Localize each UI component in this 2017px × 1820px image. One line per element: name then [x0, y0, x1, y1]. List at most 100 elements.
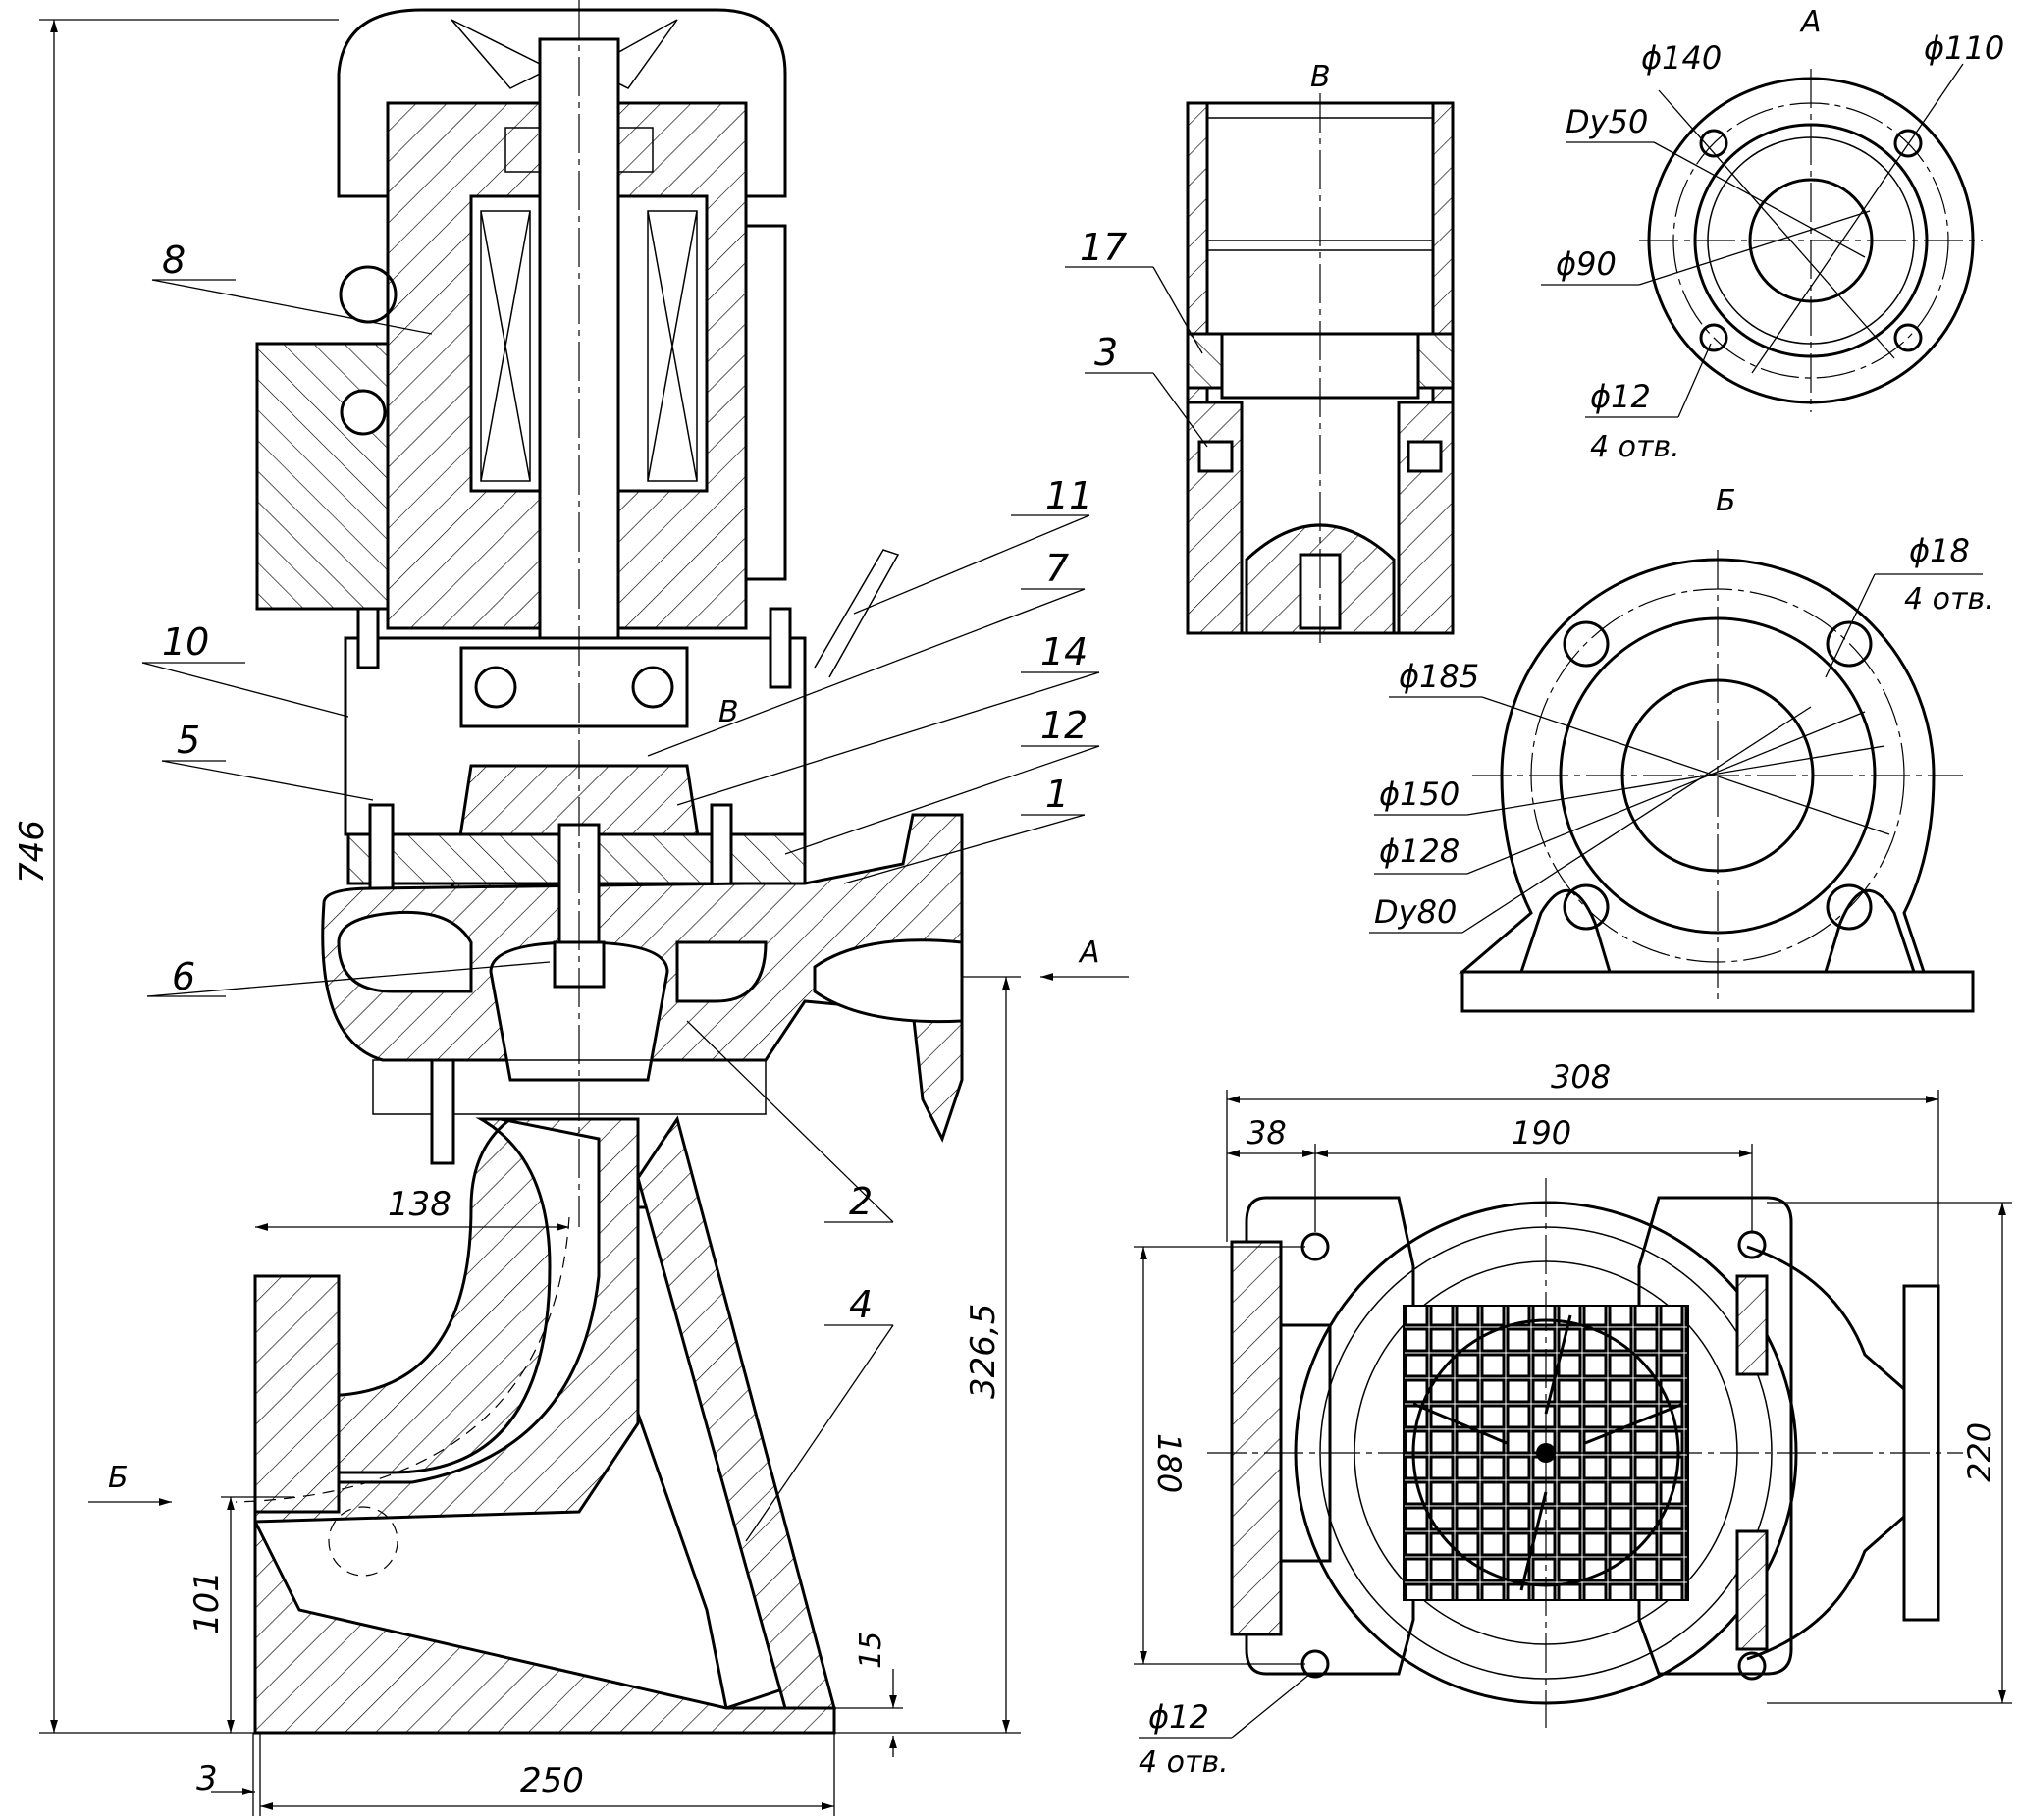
dim-3: 3 — [196, 1759, 218, 1798]
leader-1 — [843, 814, 1086, 884]
plan-hole-1 — [1300, 1232, 1330, 1261]
casing-base-flange — [372, 1059, 767, 1115]
dim-138: 138 — [388, 1185, 451, 1224]
cable-gland — [340, 389, 387, 436]
leader-dy80 — [1461, 706, 1812, 934]
flange-b-foot-left — [1519, 888, 1612, 973]
flange-a-hole-1 — [1699, 129, 1728, 158]
fan-cover — [337, 8, 787, 198]
leader-11 — [853, 514, 1090, 615]
view-label-b: Б — [1716, 484, 1736, 518]
dim-b-holes: 4 отв. — [1904, 582, 1994, 616]
callout-2: 2 — [849, 1180, 873, 1223]
leader-6 — [146, 961, 551, 997]
plan-fan-spokes — [1412, 1314, 1684, 1591]
plan-base-plate-right — [1637, 1196, 1793, 1676]
leader-4 — [745, 1324, 894, 1542]
flange-b-body — [1458, 558, 1936, 974]
seal-ring-17-left — [1186, 332, 1224, 390]
detail-shaft-collar — [1220, 332, 1420, 400]
seal-ring-17-right — [1416, 332, 1455, 390]
detail-ring-3-left — [1197, 440, 1234, 473]
leader-d150 — [1466, 745, 1885, 816]
dim-746: 746 — [13, 820, 52, 883]
dim-b-128: ϕ128 — [1379, 832, 1460, 870]
suction-flange — [253, 1274, 341, 1514]
lower-bearing — [459, 646, 689, 728]
leader-17 — [1152, 266, 1203, 354]
dim-plan-180: 180 — [1150, 1433, 1188, 1493]
flange-b-hole-1 — [1563, 620, 1610, 668]
view-b-flange: Б ϕ18 4 отв. ϕ185 ϕ150 ϕ128 Dy80 — [1369, 484, 1994, 1013]
leader-d90 — [1638, 210, 1871, 286]
callout-17: 17 — [1080, 226, 1127, 269]
detail-hub-bore — [1299, 553, 1342, 630]
volute-channel-right — [675, 940, 768, 1003]
shaft-top-bearing — [504, 127, 654, 173]
leader-14 — [676, 671, 1100, 806]
bolt-right-upper — [769, 607, 792, 689]
leader-5 — [161, 760, 374, 801]
dim-plan-38: 38 — [1247, 1114, 1287, 1151]
plan-discharge-flange — [1902, 1284, 1940, 1622]
bolt-right — [710, 803, 733, 895]
dim-b-150: ϕ150 — [1379, 776, 1460, 813]
plan-base-plate — [1245, 1196, 1415, 1676]
flange-a-hole-2 — [1893, 129, 1923, 158]
view-label-a-arrow: А — [1078, 936, 1100, 970]
plan-inlet-body — [1279, 1323, 1332, 1563]
callout-6: 6 — [172, 955, 195, 998]
callout-12: 12 — [1040, 704, 1088, 747]
terminal-box — [255, 342, 390, 611]
lower-bearing-ball-right — [631, 666, 674, 709]
dim-a-110: ϕ110 — [1924, 29, 2004, 67]
dim-a-90: ϕ90 — [1556, 245, 1617, 283]
stand-column — [636, 1115, 836, 1710]
callout-1: 1 — [1045, 773, 1069, 816]
leader-a-d12 — [1677, 343, 1712, 418]
casing-stud — [430, 1058, 455, 1165]
leader-12 — [784, 745, 1100, 855]
flange-a-hole-3 — [1699, 323, 1728, 352]
leader-d128 — [1466, 711, 1866, 875]
detail-lower-right — [1397, 401, 1455, 635]
leader-d185 — [1481, 696, 1890, 835]
dim-101: 101 — [187, 1571, 227, 1634]
volute-channel-left — [337, 910, 473, 993]
view-a-flange: А ϕ140 ϕ110 Dy50 ϕ90 ϕ12 4 отв. — [1541, 5, 2004, 464]
leader-d110 — [1751, 63, 1964, 374]
callout-8: 8 — [162, 239, 186, 282]
leader-d18 — [1825, 573, 1876, 678]
dim-250: 250 — [520, 1761, 584, 1800]
lower-bearing-ball-left — [474, 666, 517, 709]
detail-ring-3-right — [1407, 440, 1443, 473]
leader-dy50 — [1653, 141, 1866, 258]
dim-plan-190: 190 — [1512, 1114, 1571, 1151]
plan-hole-3 — [1737, 1230, 1767, 1259]
dim-plan-308: 308 — [1551, 1058, 1611, 1096]
view-label-v: В — [1310, 60, 1331, 94]
dim-a-holes: 4 отв. — [1590, 430, 1680, 464]
dim-a-12: ϕ12 — [1590, 378, 1651, 415]
callout-3: 3 — [1094, 331, 1118, 374]
dim-b-18: ϕ18 — [1909, 532, 1970, 569]
dim-plan-12: ϕ12 — [1148, 1698, 1209, 1736]
leader-7 — [647, 588, 1086, 757]
callout-14: 14 — [1040, 630, 1088, 673]
detail-lower-left — [1186, 401, 1244, 635]
flange-a-hole-4 — [1893, 323, 1923, 352]
callout-7: 7 — [1045, 547, 1069, 590]
view-label-v-inline: В — [718, 695, 739, 729]
winding-right — [647, 210, 698, 482]
main-view-dimensions: 746 326,5 138 250 3 101 15 — [13, 19, 1021, 1816]
bolt-left-upper — [356, 607, 380, 669]
flange-b-hole-3 — [1563, 883, 1610, 931]
leader-3 — [1152, 372, 1208, 448]
callout-10: 10 — [162, 620, 209, 664]
flange-b-hole-2 — [1826, 620, 1873, 668]
drain-pipe — [814, 549, 900, 678]
plan-view: 308 38 190 180 220 ϕ12 4 отв. — [1134, 1058, 2012, 1780]
motor-side-flange — [744, 224, 787, 581]
leader-plan-d12 — [1231, 1673, 1311, 1739]
